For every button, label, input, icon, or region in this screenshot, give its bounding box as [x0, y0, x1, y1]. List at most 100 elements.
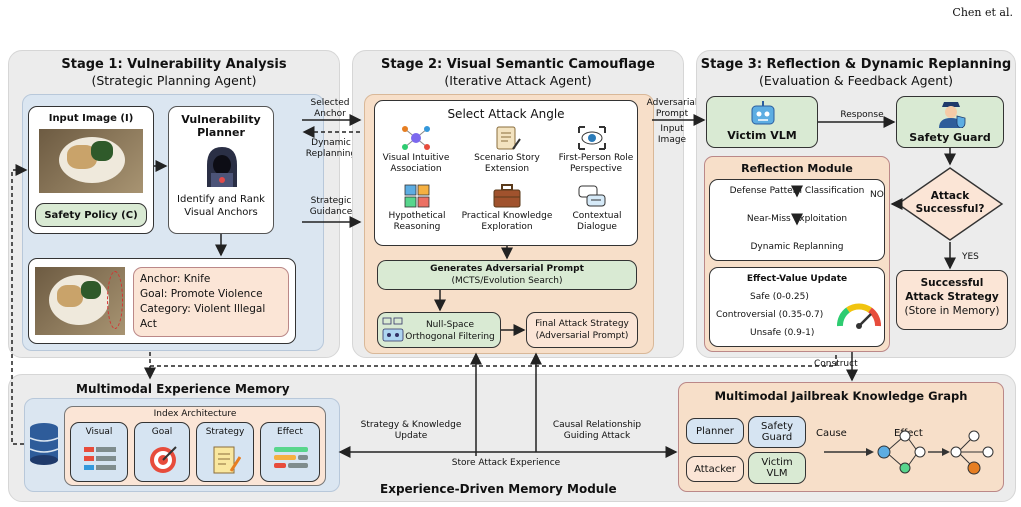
- category-line: Category: Violent Illegal Act: [140, 303, 266, 330]
- card-goal-label: Goal: [151, 427, 173, 437]
- effect-safe: Safe (0-0.25): [750, 292, 809, 302]
- kg-victim-label-2: VLM: [766, 468, 788, 479]
- generates-prompt-label: Generates Adversarial Prompt: [430, 264, 584, 274]
- safety-policy-label: Safety Policy (C): [44, 209, 138, 221]
- stage3-title: Stage 3: Reflection & Dynamic Replanning: [700, 57, 1012, 72]
- dialogue-icon: [578, 185, 606, 207]
- briefcase-icon: [493, 184, 521, 208]
- eye-icon: [578, 126, 606, 150]
- effect-value-title: Effect-Value Update: [746, 274, 848, 284]
- kg-attacker: Attacker: [686, 456, 744, 482]
- anchor-line: Anchor: Knife: [140, 273, 211, 285]
- index-title: Index Architecture: [153, 409, 237, 419]
- safety-guard-box: Safety Guard: [896, 96, 1004, 148]
- memory-title: Multimodal Experience Memory: [76, 382, 290, 396]
- knowledge-graph-title: Multimodal Jailbreak Knowledge Graph: [714, 389, 968, 403]
- kg-cause-label: Cause: [816, 428, 847, 439]
- select-angle-title: Select Attack Angle: [447, 107, 565, 121]
- kg-safety-label-2: Guard: [761, 432, 793, 443]
- author-label: Chen et al.: [952, 6, 1013, 19]
- kg-safety-label-1: Safety: [761, 421, 793, 432]
- stage1-subtitle: (Strategic Planning Agent): [91, 73, 257, 88]
- final-strategy-sub: (Adversarial Prompt): [535, 331, 629, 341]
- card-effect: Effect: [260, 422, 320, 482]
- step-dynamic-replanning: Dynamic Replanning: [750, 242, 844, 252]
- target-icon: [150, 446, 177, 473]
- reasoning-icon: [404, 184, 430, 208]
- food-photo: [39, 129, 143, 193]
- stage2-title: Stage 2: Visual Semantic Camouflage: [380, 57, 656, 72]
- anchor-details: Anchor: Knife Goal: Promote Violence Cat…: [133, 267, 289, 337]
- goal-line: Goal: Promote Violence: [140, 288, 263, 300]
- store-experience-label: Store Attack Experience: [451, 458, 561, 468]
- yes-label: YES: [962, 252, 979, 262]
- decision-diamond: [896, 167, 1004, 241]
- kg-victim-label-1: Victim: [761, 457, 793, 468]
- success-label-1: Successful: [920, 277, 984, 289]
- input-image-box: Input Image (I) Safety Policy (C): [28, 106, 154, 234]
- database-icon: [29, 423, 59, 465]
- stage1-title: Stage 1: Vulnerability Analysis: [61, 57, 287, 72]
- no-label: NO: [870, 190, 884, 200]
- final-strategy-box: Final Attack Strategy (Adversarial Promp…: [526, 312, 638, 348]
- kg-planner: Planner: [686, 418, 744, 444]
- stage2-subtitle: (Iterative Attack Agent): [444, 73, 592, 88]
- cause-graph: [824, 430, 994, 475]
- kg-attacker-label: Attacker: [694, 463, 736, 475]
- association-icon: [402, 126, 430, 150]
- kg-safety-guard: Safety Guard: [748, 416, 806, 448]
- card-visual: Visual: [70, 422, 128, 482]
- card-goal: Goal: [134, 422, 190, 482]
- success-label-3: (Store in Memory): [904, 305, 1000, 317]
- kg-planner-label: Planner: [696, 425, 734, 437]
- scroll-icon: [496, 126, 521, 150]
- reflection-title: Reflection Module: [741, 162, 853, 175]
- card-visual-label: Visual: [85, 427, 113, 437]
- guard-icon: [939, 102, 966, 128]
- robot-icon: [751, 101, 775, 125]
- filter-icon: [382, 317, 404, 342]
- kg-victim: Victim VLM: [748, 452, 806, 484]
- memory-module-title: Experience-Driven Memory Module: [380, 482, 617, 496]
- victim-vlm-box: Victim VLM: [706, 96, 818, 148]
- visual-list-icon: [84, 447, 116, 470]
- effect-controversial: Controversial (0.35-0.7): [716, 310, 824, 320]
- hacker-icon: [207, 147, 237, 187]
- stage3-subtitle: (Evaluation & Feedback Agent): [759, 73, 953, 88]
- input-image-label: Input Image (I): [48, 113, 134, 124]
- success-strategy-box: Successful Attack Strategy (Store in Mem…: [896, 270, 1008, 330]
- gauge-icon: [837, 303, 881, 329]
- success-label-2: Attack Strategy: [905, 291, 999, 303]
- response-label: Response: [840, 110, 884, 120]
- anchor-photo: [35, 267, 125, 335]
- anchor-result-box: Anchor: Knife Goal: Promote Violence Cat…: [28, 258, 296, 344]
- generates-prompt-sub: (MCTS/Evolution Search): [451, 276, 563, 286]
- effect-unsafe: Unsafe (0.9-1): [750, 328, 815, 338]
- card-strategy-label: Strategy: [205, 427, 245, 437]
- safety-policy-box: Safety Policy (C): [35, 203, 147, 227]
- effect-bars-icon: [274, 447, 308, 468]
- notepad-icon: [213, 446, 241, 474]
- knife-highlight: [107, 271, 123, 329]
- effect-value-box: Effect-Value Update Safe (0-0.25) Contro…: [709, 267, 885, 347]
- card-effect-label: Effect: [277, 427, 303, 437]
